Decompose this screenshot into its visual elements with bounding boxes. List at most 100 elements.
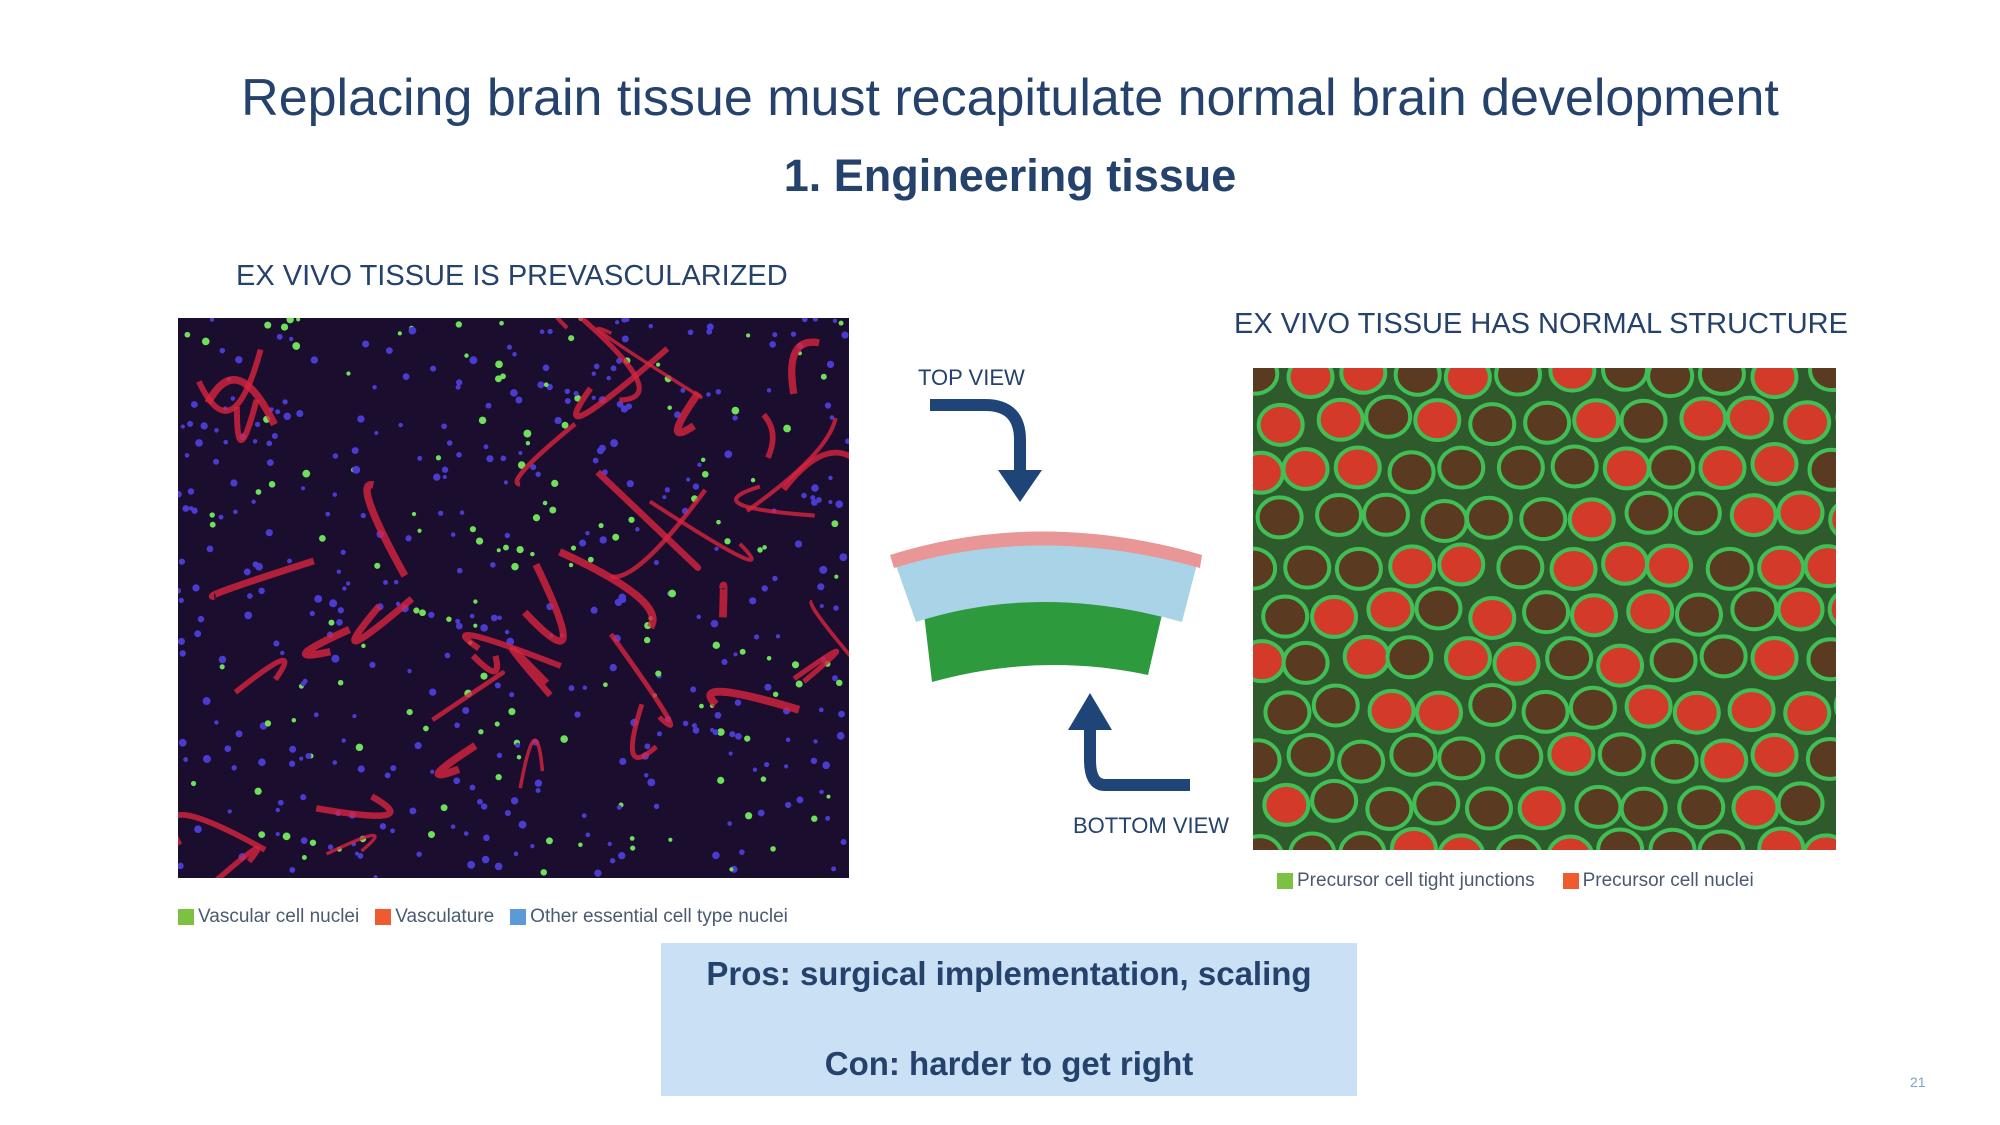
nucleus-dot [271, 432, 278, 439]
cell [1310, 594, 1359, 639]
nucleus-dot [503, 544, 509, 551]
nucleus-dot [732, 415, 738, 421]
nucleus-dot [582, 685, 588, 690]
nucleus-dot [839, 553, 848, 562]
nucleus-dot [540, 869, 548, 876]
nucleus-dot [820, 373, 827, 380]
nucleus-dot [397, 331, 402, 336]
cell [1311, 683, 1360, 728]
page-number: 21 [1910, 1074, 1926, 1090]
cell [1361, 492, 1410, 537]
cell [1807, 447, 1836, 492]
nucleus-dot [835, 500, 844, 509]
nucleus-dot [543, 382, 549, 388]
normal-structure-micrograph [1253, 368, 1836, 850]
nucleus-dot [690, 686, 697, 693]
cell [1286, 368, 1335, 400]
cell [1385, 635, 1434, 680]
nucleus-dot [209, 318, 215, 322]
nucleus-dot [402, 373, 410, 381]
nucleus-dot [734, 699, 742, 706]
nucleus-dot [450, 532, 456, 537]
cell [1601, 368, 1650, 392]
nucleus-dot [433, 473, 441, 481]
nucleus-dot [190, 401, 198, 408]
nucleus-dot [775, 634, 781, 639]
cell [1568, 685, 1617, 730]
nucleus-dot [302, 469, 311, 478]
nucleus-dot [587, 556, 594, 563]
nucleus-dot [390, 828, 395, 834]
cell [1253, 834, 1283, 850]
nucleus-dot [218, 514, 224, 520]
cell [1698, 446, 1747, 491]
nucleus-dot [478, 729, 484, 735]
nucleus-dot [455, 321, 463, 328]
legend-swatch [178, 909, 194, 925]
cell [1387, 450, 1436, 495]
vessel-line [761, 412, 776, 459]
con-text: Con: harder to get right [824, 1045, 1194, 1082]
slide-title: Replacing brain tissue must recapitulate… [241, 69, 1779, 127]
cell [1438, 833, 1485, 850]
cell [1567, 497, 1616, 542]
cell [1495, 834, 1542, 850]
cell [1262, 782, 1311, 827]
nucleus-dot [456, 452, 462, 458]
cell [1333, 445, 1382, 490]
nucleus-dot [188, 506, 194, 511]
nucleus-dot [628, 516, 635, 523]
nucleus-dot [374, 562, 381, 569]
top-arrow-head [998, 470, 1042, 502]
nucleus-dot [591, 371, 596, 376]
nucleus-dot [438, 510, 444, 516]
nucleus-dot [218, 655, 227, 664]
cell [1468, 595, 1517, 640]
nucleus-dot [286, 318, 294, 324]
nucleus-dot [301, 855, 307, 861]
nucleus-dot [328, 619, 335, 626]
nucleus-dot [213, 458, 220, 465]
nucleus-dot [480, 803, 488, 810]
cell [1776, 490, 1825, 535]
nucleus-dot [535, 787, 541, 793]
nucleus-dot [469, 526, 477, 533]
nucleus-dot [549, 506, 557, 514]
nucleus-dot [429, 688, 437, 696]
cell [1619, 398, 1668, 443]
nucleus-dot [416, 851, 422, 857]
nucleus-dot [289, 867, 296, 873]
nucleus-dot [407, 668, 412, 674]
nucleus-dot [231, 765, 237, 771]
nucleus-dot [733, 652, 738, 657]
nucleus-dot [845, 438, 849, 445]
nucleus-dot [701, 470, 709, 478]
nucleus-dot [337, 679, 344, 686]
nucleus-dot [180, 424, 185, 429]
cell [1776, 587, 1825, 632]
cell [1596, 643, 1645, 688]
cell [1574, 784, 1623, 829]
nucleus-dot [178, 490, 182, 498]
nucleus-dot [214, 720, 219, 725]
nucleus-dot [478, 416, 487, 425]
nucleus-dot [508, 707, 516, 716]
tissue-diagram [890, 399, 1202, 791]
vessel-line [178, 812, 267, 853]
nucleus-dot [828, 499, 833, 505]
nucleus-dot [739, 648, 746, 655]
nucleus-dot [441, 466, 449, 473]
nucleus-dot [578, 842, 583, 848]
nucleus-dot [729, 867, 734, 872]
nucleus-dot [233, 509, 238, 515]
nucleus-dot [265, 529, 273, 537]
nucleus-dot [801, 492, 807, 499]
nucleus-dot [534, 779, 543, 787]
nucleus-dot [811, 815, 818, 822]
cell [1464, 786, 1513, 831]
cell [1496, 545, 1545, 590]
nucleus-dot [829, 415, 835, 420]
nucleus-dot [729, 731, 736, 738]
nucleus-dot [706, 392, 711, 397]
nucleus-dot [427, 831, 435, 839]
